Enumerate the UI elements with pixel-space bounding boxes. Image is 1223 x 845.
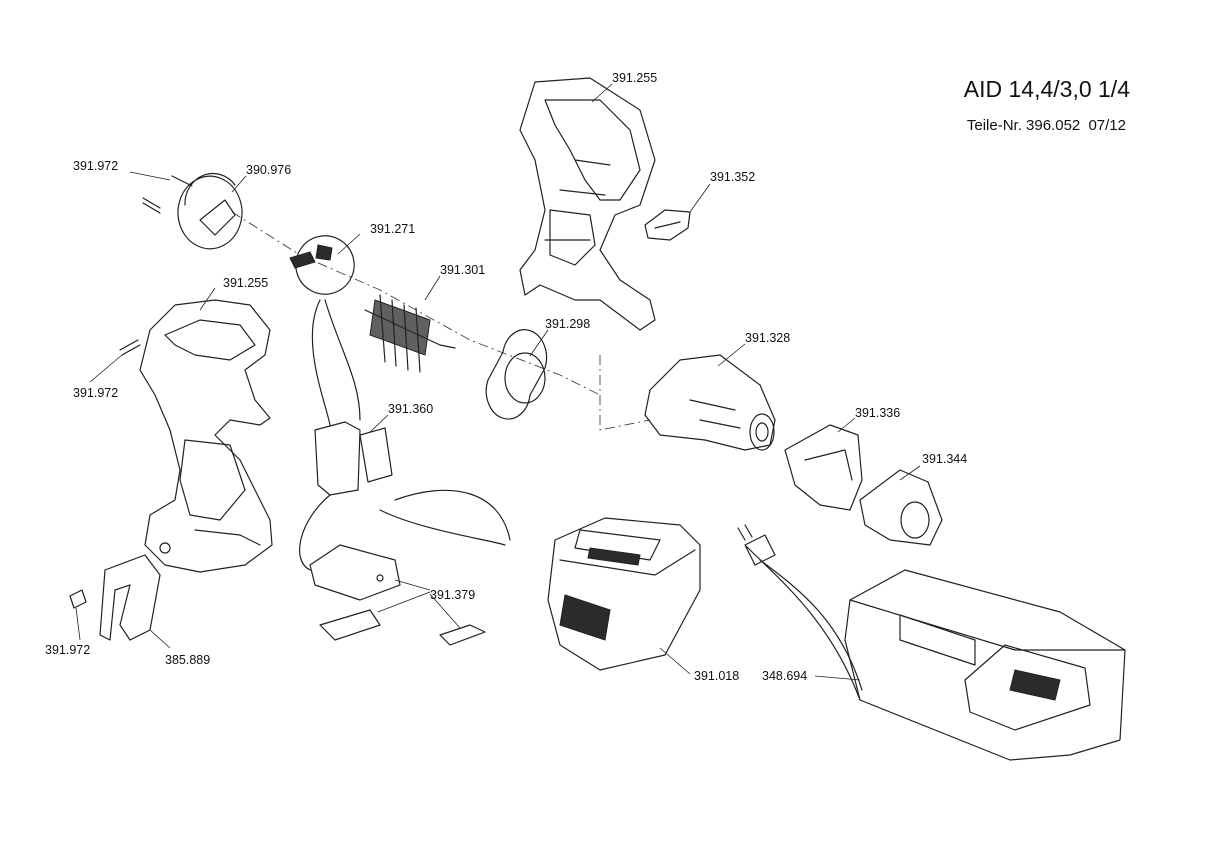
assembly-axis <box>231 211 601 396</box>
brush-plate <box>289 235 355 295</box>
part-label: 390.976 <box>246 163 291 177</box>
part-label: 391.336 <box>855 406 900 420</box>
part-label: 391.255 <box>612 71 657 85</box>
part-label: 391.972 <box>73 159 118 173</box>
part-label: 385.889 <box>165 653 210 667</box>
battery-terminal <box>299 489 511 646</box>
gear-housing <box>644 354 776 451</box>
part-number-label: Teile-Nr. 396.052 <box>966 117 1081 134</box>
motor-armature <box>364 294 456 373</box>
part-label: 348.694 <box>762 669 807 683</box>
screw-top <box>142 175 193 214</box>
housing-half-lower <box>139 299 273 573</box>
part-label: 391.255 <box>223 276 268 290</box>
motor-end-cap <box>177 172 243 250</box>
nose-cap <box>859 469 943 546</box>
screw-bottom <box>69 589 87 609</box>
part-label: 391.379 <box>430 588 475 602</box>
part-label: 391.972 <box>73 386 118 400</box>
part-label: 391.018 <box>694 669 739 683</box>
part-label: 391.972 <box>45 643 90 657</box>
switch-clip-part <box>644 209 691 241</box>
assembly-axis-step <box>599 355 651 431</box>
part-labels: 391.255 391.352 391.972 390.976 391.271 … <box>45 71 967 683</box>
leader-lines <box>75 83 921 681</box>
front-cover <box>784 424 863 511</box>
part-label: 391.301 <box>440 263 485 277</box>
part-label: 391.352 <box>710 170 755 184</box>
part-label: 391.344 <box>922 452 967 466</box>
revision-date: 07/12 <box>1088 117 1126 134</box>
battery-charger <box>737 524 1126 761</box>
belt-clip <box>99 554 161 641</box>
model-title: AID 14,4/3,0 1/4 <box>963 76 1130 102</box>
part-number-line: Teile-Nr. 396.052 07/12 <box>967 117 1130 134</box>
part-label: 391.271 <box>370 222 415 236</box>
housing-half-upper <box>519 77 656 331</box>
battery-pack <box>547 517 701 671</box>
part-label: 391.298 <box>545 317 590 331</box>
part-label: 391.328 <box>745 331 790 345</box>
bearing-sleeve <box>485 329 548 420</box>
screw-middle <box>119 339 141 356</box>
trigger-switch <box>311 299 393 496</box>
part-label: 391.360 <box>388 402 433 416</box>
